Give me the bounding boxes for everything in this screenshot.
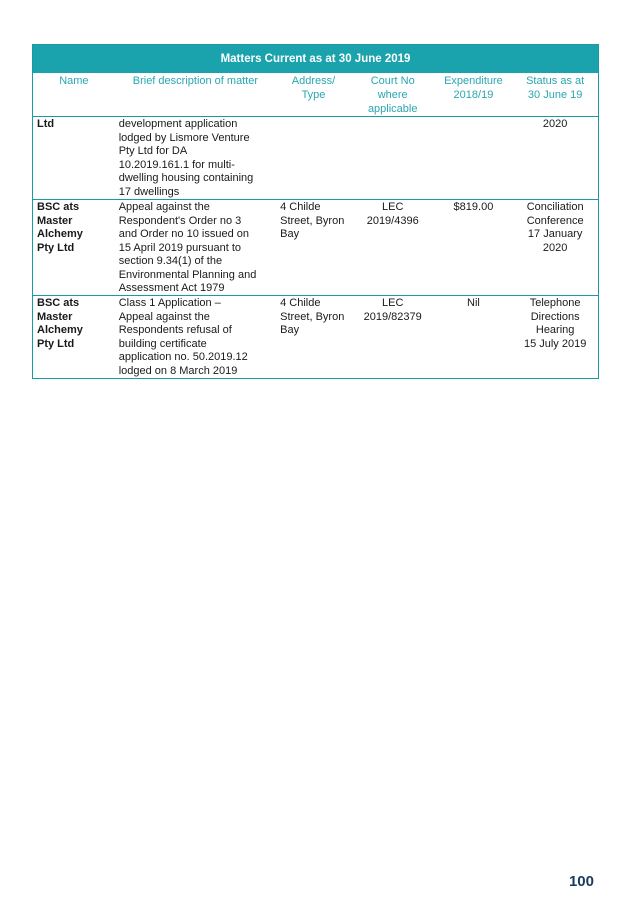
- cell-address: 4 Childe Street, Byron Bay: [280, 201, 345, 240]
- matters-table: Matters Current as at 30 June 2019 Name …: [32, 44, 599, 379]
- cell-name: Ltd: [37, 118, 55, 130]
- header-court-no: Court No where applicable: [367, 75, 418, 115]
- table-row: BSC ats Master Alchemy Pty Ltd Appeal ag…: [33, 200, 598, 296]
- table-row: Ltd development application lodged by Li…: [33, 117, 598, 200]
- cell-status: Conciliation Conference 17 January 2020: [526, 201, 584, 254]
- header-expenditure: Expenditure 2018/19: [444, 75, 503, 101]
- cell-court-no: LEC 2019/82379: [363, 297, 422, 323]
- header-address: Address/ Type: [291, 75, 336, 101]
- cell-name: BSC ats Master Alchemy Pty Ltd: [37, 297, 83, 350]
- header-description: Brief description of matter: [132, 75, 259, 87]
- cell-address: 4 Childe Street, Byron Bay: [280, 297, 345, 336]
- page-number: 100: [568, 873, 594, 890]
- header-status: Status as at 30 June 19: [526, 75, 585, 101]
- table-title: Matters Current as at 30 June 2019: [33, 45, 598, 73]
- cell-description: Class 1 Application – Appeal against the…: [118, 297, 248, 377]
- cell-address: [276, 117, 351, 199]
- header-name: Name: [59, 75, 89, 87]
- cell-expenditure: [435, 117, 513, 199]
- cell-expenditure: Nil: [467, 297, 480, 309]
- cell-description: Appeal against the Respondent's Order no…: [118, 201, 257, 294]
- cell-expenditure: $819.00: [453, 201, 494, 213]
- cell-name: BSC ats Master Alchemy Pty Ltd: [37, 201, 83, 254]
- cell-court-no: LEC 2019/4396: [366, 201, 419, 227]
- table-row: BSC ats Master Alchemy Pty Ltd Class 1 A…: [33, 296, 598, 378]
- table-header-row: Name Brief description of matter Address…: [33, 73, 598, 117]
- cell-court-no: [351, 117, 435, 199]
- cell-status: Telephone Directions Hearing 15 July 201…: [523, 297, 587, 350]
- cell-description: development application lodged by Lismor…: [118, 118, 254, 198]
- cell-status: 2020: [542, 118, 568, 130]
